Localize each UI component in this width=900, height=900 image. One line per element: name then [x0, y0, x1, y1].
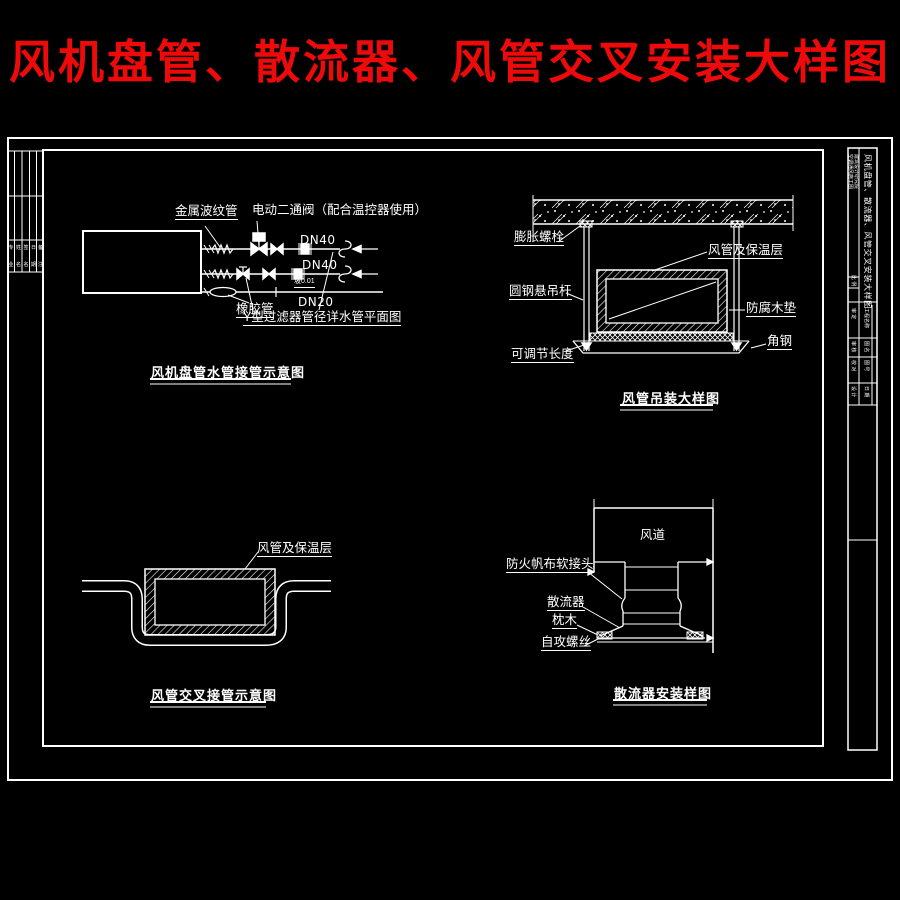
sig-col-date: 日期: [30, 245, 36, 268]
title-block-lines: [847, 147, 878, 751]
slope-label: 坡0.01: [294, 278, 315, 288]
titleblock-firm-line1: 建筑设计研究院: [853, 154, 859, 190]
metal-bellows-label: 金属波纹管: [175, 204, 238, 220]
duct-hanging-drawing: [532, 195, 794, 411]
titleblock-row1-r: 图 名: [863, 341, 869, 353]
duct-hanging-title: 风管吊装大样图: [622, 391, 721, 406]
sig-col-note: 备注: [37, 245, 43, 268]
fan-coil-title: 风机盘管水管接管示意图: [151, 365, 306, 380]
fan-coil-drawing: [82, 220, 383, 385]
titleblock-drawing-title: 风机盘管、散流器、风管交叉安装大样图: [863, 154, 872, 309]
titleblock-firm-line2: 空调通风施工图: [847, 154, 854, 190]
adjustable-length-label: 可调节长度: [511, 347, 574, 363]
sig-col-specialty: 专业: [8, 245, 14, 268]
angle-steel-label: 角钢: [767, 334, 793, 350]
page-title: 风机盘管、散流器、风管交叉安装大样图: [9, 37, 891, 88]
air-duct-label: 风道: [640, 528, 666, 542]
sheet-frame: [7, 137, 893, 781]
titleblock-row0-l: 审 定: [850, 308, 856, 320]
titleblock-row2-r: 图 号: [863, 360, 869, 372]
expansion-bolt-label: 膨胀螺栓: [514, 230, 565, 246]
canvas-joint-label: 防火帆布软接头: [506, 557, 594, 573]
titleblock-row3-l: 设 计: [850, 386, 856, 398]
diffuser-label: 散流器: [547, 595, 585, 611]
diffuser-title: 散流器安装样图: [614, 686, 713, 701]
dn40-return-label: DN40: [302, 258, 338, 272]
titleblock-scale: 比 例: [850, 275, 856, 287]
signature-strip-lines: [7, 150, 43, 273]
titleblock-row1-l: 审 核: [850, 341, 856, 353]
wood-pad-label: 防腐木垫: [746, 301, 797, 317]
round-steel-rod-label: 圆钢悬吊杆: [509, 284, 572, 300]
titleblock-firm: 建筑设计研究院 空调通风施工图: [847, 154, 860, 190]
titleblock-row0-r: 工程名称: [863, 308, 869, 329]
titleblock-row3-r: 日 期: [863, 386, 869, 398]
duct-crossing-title: 风管交叉接管示意图: [151, 688, 278, 703]
duct-crossing-drawing: [82, 551, 331, 708]
dn20-label: DN20: [298, 295, 334, 309]
y-filter-note: Y型过滤器管径详水管平面图: [243, 310, 402, 326]
sig-col-signature: 签名: [23, 245, 29, 268]
self-tapping-screw-label: 自攻螺丝: [541, 635, 592, 651]
duct-insulation-label-b: 风管及保温层: [708, 243, 784, 259]
wood-block-label: 枕木: [552, 613, 578, 629]
dn40-supply-label: DN40: [300, 233, 336, 247]
electric-valve-label: 电动二通阀（配合温控器使用）: [252, 203, 428, 217]
diffuser-drawing: [576, 499, 715, 706]
duct-insulation-label-c: 风管及保温层: [257, 541, 333, 557]
rubber-hose-label: 橡胶管: [236, 302, 274, 318]
titleblock-row2-l: 校 对: [850, 360, 856, 372]
sig-col-name: 姓名: [15, 245, 21, 268]
